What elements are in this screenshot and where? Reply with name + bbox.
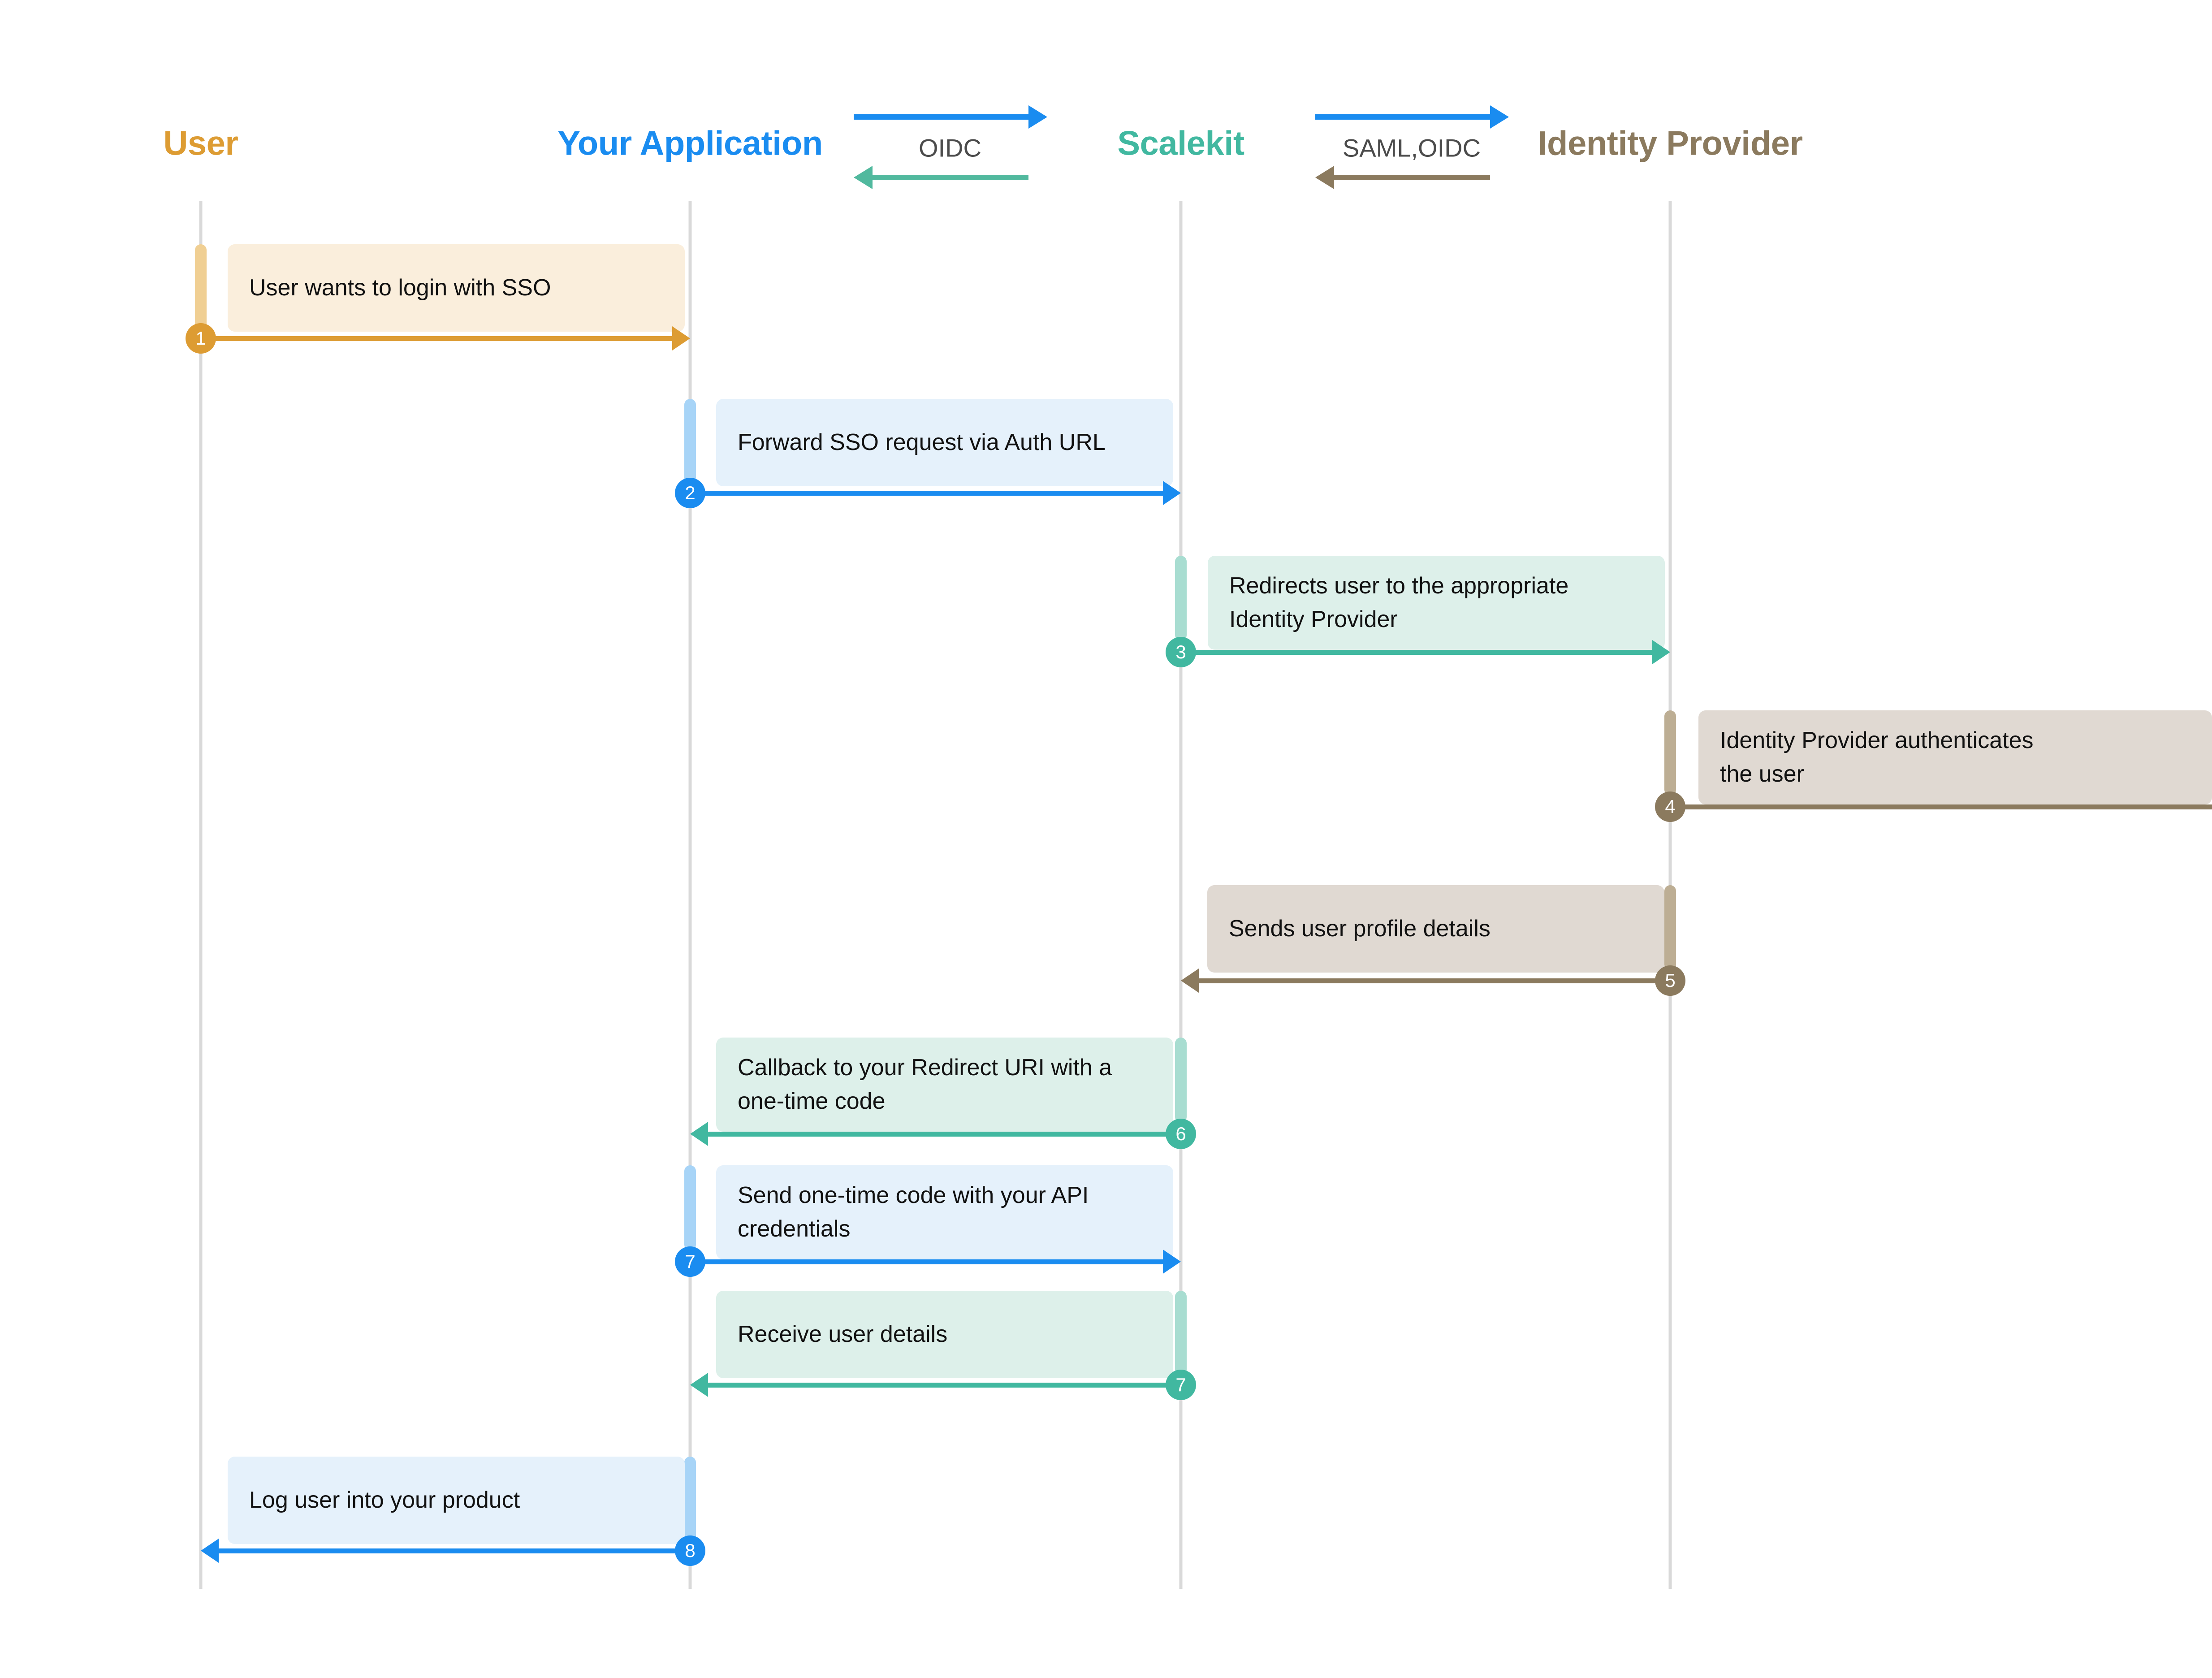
message-arrow-step-5 <box>1197 978 1670 983</box>
message-note-step-5: Sends user profile details <box>1207 885 1664 973</box>
step-badge-8: 7 <box>1166 1370 1196 1400</box>
message-text-step-5: Sends user profile details <box>1229 915 1491 942</box>
actor-label-user: User <box>163 124 239 163</box>
protocol-label-oidc: OIDC <box>919 134 981 162</box>
protocol-arrow-reverse-saml-oidc <box>1333 175 1490 180</box>
message-arrowhead-step-5 <box>1181 969 1199 993</box>
actor-label-idp: Identity Provider <box>1538 124 1803 163</box>
message-arrow-step-8 <box>706 1383 1181 1388</box>
message-arrow-step-1 <box>201 336 674 341</box>
protocol-arrow-forward-oidc <box>854 114 1028 120</box>
message-text-step-2: Forward SSO request via Auth URL <box>738 429 1106 455</box>
activation-bar-step-3 <box>1175 556 1187 641</box>
message-text-step-7: Send one-time code with your API credent… <box>738 1182 1089 1242</box>
activation-bar-step-6 <box>1175 1038 1187 1123</box>
step-badge-7: 7 <box>675 1246 705 1277</box>
activation-bar-step-7 <box>684 1165 696 1250</box>
activation-bar-step-5 <box>1664 885 1676 970</box>
message-text-step-8: Receive user details <box>738 1321 948 1347</box>
step-badge-6: 6 <box>1166 1119 1196 1149</box>
message-text-step-1: User wants to login with SSO <box>249 274 551 301</box>
step-badge-4: 4 <box>1655 791 1685 822</box>
protocol-label-saml-oidc: SAML,OIDC <box>1342 134 1481 162</box>
protocol-arrowhead-forward-saml-oidc <box>1490 105 1509 129</box>
activation-bar-step-2 <box>684 399 696 484</box>
message-arrowhead-step-3 <box>1652 640 1670 664</box>
message-arrow-step-6 <box>706 1132 1181 1137</box>
message-text-step-4: Identity Provider authenticates the user <box>1720 727 2034 787</box>
message-arrowhead-step-2 <box>1163 481 1181 505</box>
protocol-arrowhead-reverse-saml-oidc <box>1315 166 1334 189</box>
message-note-step-7: Send one-time code with your API credent… <box>716 1165 1173 1259</box>
message-arrowhead-step-1 <box>672 326 690 350</box>
protocol-arrow-reverse-oidc <box>872 175 1028 180</box>
message-note-step-9: Log user into your product <box>228 1457 685 1544</box>
message-arrowhead-step-7 <box>1163 1250 1181 1274</box>
protocol-arrowhead-forward-oidc <box>1028 105 1047 129</box>
message-arrow-step-4 <box>1670 804 2212 809</box>
message-arrow-step-7 <box>690 1259 1165 1264</box>
step-badge-1: 1 <box>186 323 216 354</box>
message-arrowhead-step-8 <box>690 1373 708 1397</box>
lifeline-scalekit <box>1179 201 1183 1589</box>
message-text-step-6: Callback to your Redirect URI with a one… <box>738 1054 1112 1114</box>
activation-bar-step-1 <box>195 244 207 329</box>
message-arrowhead-step-9 <box>201 1539 219 1563</box>
message-text-step-9: Log user into your product <box>249 1487 520 1513</box>
lifeline-user <box>199 201 203 1589</box>
message-note-step-8: Receive user details <box>716 1291 1173 1378</box>
protocol-arrowhead-reverse-oidc <box>854 166 873 189</box>
step-badge-2: 2 <box>675 478 705 508</box>
step-badge-5: 5 <box>1655 965 1685 996</box>
step-badge-3: 3 <box>1166 637 1196 667</box>
message-note-step-3: Redirects user to the appropriate Identi… <box>1208 556 1665 650</box>
actor-label-scalekit: Scalekit <box>1117 124 1244 163</box>
protocol-arrow-forward-saml-oidc <box>1315 114 1490 120</box>
message-note-step-2: Forward SSO request via Auth URL <box>716 399 1173 486</box>
lifeline-app <box>688 201 692 1589</box>
message-note-step-6: Callback to your Redirect URI with a one… <box>716 1038 1173 1132</box>
activation-bar-step-8 <box>1175 1291 1187 1376</box>
message-note-step-1: User wants to login with SSO <box>228 244 685 332</box>
message-arrow-step-3 <box>1181 650 1654 655</box>
activation-bar-step-9 <box>684 1457 696 1542</box>
activation-bar-step-4 <box>1664 710 1676 796</box>
actor-label-app: Your Application <box>557 124 823 163</box>
message-arrow-step-9 <box>217 1548 690 1553</box>
step-badge-9: 8 <box>675 1535 705 1566</box>
message-note-step-4: Identity Provider authenticates the user <box>1698 710 2212 804</box>
message-arrowhead-step-6 <box>690 1122 708 1146</box>
message-text-step-3: Redirects user to the appropriate Identi… <box>1229 572 1569 632</box>
message-arrow-step-2 <box>690 491 1165 496</box>
